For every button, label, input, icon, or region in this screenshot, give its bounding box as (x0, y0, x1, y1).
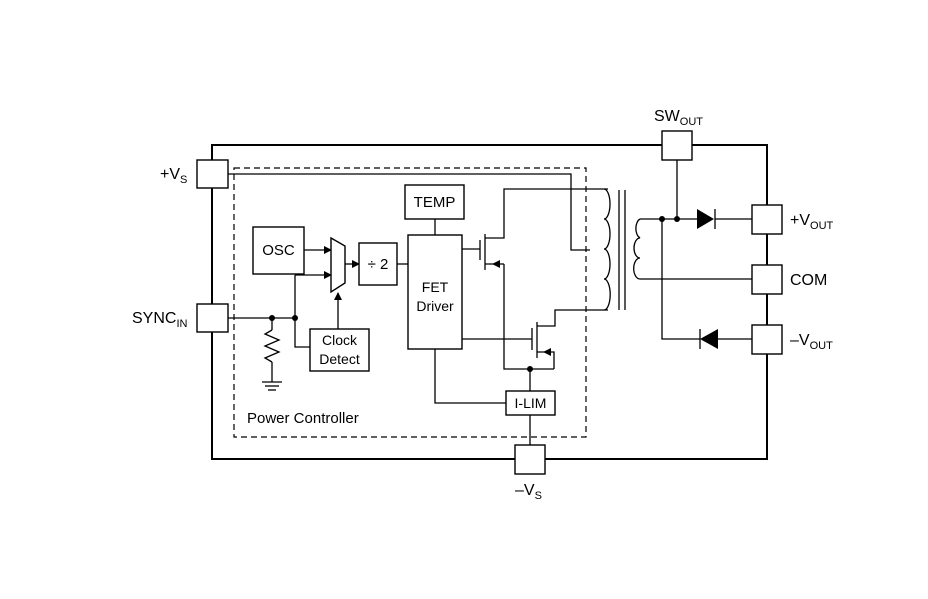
diode-negative (699, 329, 718, 349)
pin-sw-out-label: SWOUT (654, 108, 703, 128)
pin-sw-out (661, 130, 693, 161)
pin-sync-in-label: SYNCIN (132, 310, 188, 330)
pin-vs-minus (514, 444, 546, 475)
svg-text:TEMP: TEMP (414, 194, 456, 211)
fet-driver-block (407, 234, 463, 350)
power-controller-region (233, 167, 587, 438)
pin-vs-minus-label: –VS (515, 482, 542, 502)
pin-vs-plus (196, 159, 229, 189)
pulldown-resistor (263, 329, 281, 363)
module-outline (211, 144, 768, 460)
ilim-block (505, 390, 556, 416)
pin-vout-plus-label: +VOUT (790, 212, 834, 232)
svg-text:I-LIM: I-LIM (515, 395, 547, 411)
svg-text:Driver: Driver (416, 298, 454, 314)
power-controller-label: Power Controller (247, 410, 359, 427)
pin-sync-in (196, 303, 229, 333)
svg-text:OSC: OSC (262, 242, 295, 259)
wire-vs-to-primary (228, 173, 590, 251)
svg-text:Clock: Clock (322, 332, 358, 348)
pin-vout-minus-label: –VOUT (790, 332, 833, 352)
pin-vs-plus-label: +VS (160, 166, 187, 186)
lower-mosfet (462, 309, 608, 369)
temp-block (404, 184, 465, 220)
diode-positive (697, 209, 716, 229)
divide-by-2-block (358, 242, 398, 286)
upper-mosfet (462, 188, 608, 370)
svg-text:÷ 2: ÷ 2 (368, 256, 389, 273)
ground-symbol (262, 381, 282, 391)
transformer-secondary (633, 218, 643, 280)
pin-com-label: COM (790, 272, 827, 289)
transformer-primary (603, 188, 611, 311)
pin-vout-plus (751, 204, 783, 235)
clock-detect-block (309, 328, 370, 372)
clock-mux (330, 236, 346, 294)
svg-text:Detect: Detect (319, 351, 360, 367)
pin-com (751, 264, 783, 295)
osc-block (252, 226, 305, 275)
pin-vout-minus (751, 324, 783, 355)
svg-text:FET: FET (422, 279, 449, 295)
